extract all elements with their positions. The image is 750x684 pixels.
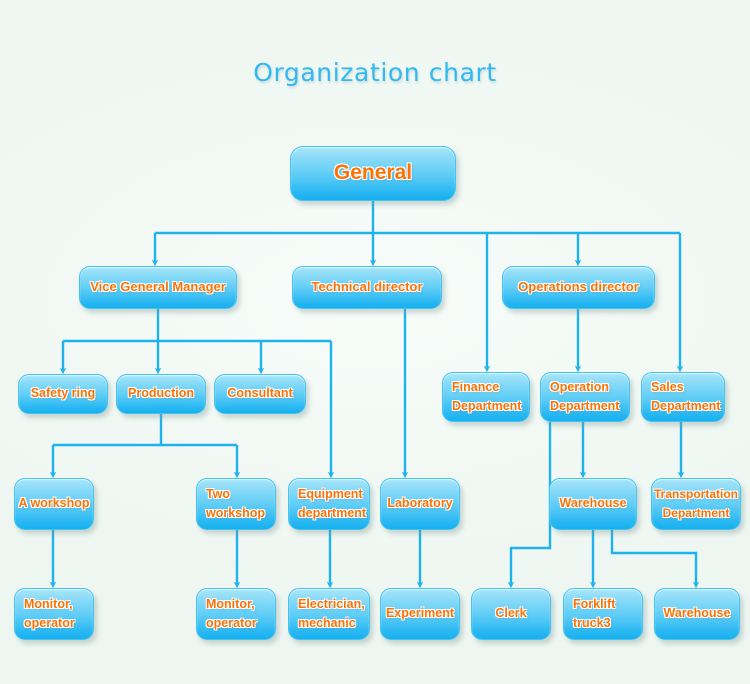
node-forklift-truck3[interactable]: Forklift truck3	[563, 588, 643, 640]
node-warehouse[interactable]: Warehouse	[549, 478, 637, 530]
node-production[interactable]: Production	[116, 374, 206, 414]
node-finance-department[interactable]: Finance Department	[442, 372, 530, 422]
node-consultant[interactable]: Consultant	[214, 374, 306, 414]
node-vice-general-manager[interactable]: Vice General Manager	[79, 266, 237, 309]
node-technical-director[interactable]: Technical director	[292, 266, 442, 309]
node-sales-department[interactable]: Sales Department	[641, 372, 725, 422]
node-two-workshop[interactable]: Two workshop	[196, 478, 276, 530]
node-experiment[interactable]: Experiment	[380, 588, 460, 640]
node-operation-department[interactable]: Operation Department	[540, 372, 630, 422]
node-a-workshop[interactable]: A workshop	[14, 478, 94, 530]
node-safety-ring[interactable]: Safety ring	[18, 374, 108, 414]
node-warehouse-leaf[interactable]: Warehouse	[654, 588, 740, 640]
node-monitor-operator-1[interactable]: Monitor, operator	[14, 588, 94, 640]
node-transportation-department[interactable]: Transportation Department	[651, 478, 741, 530]
node-electrician-mechanic[interactable]: Electrician, mechanic	[288, 588, 370, 640]
node-monitor-operator-2[interactable]: Monitor, operator	[196, 588, 276, 640]
node-laboratory[interactable]: Laboratory	[380, 478, 460, 530]
node-equipment-department[interactable]: Equipment department	[288, 478, 370, 530]
node-operations-director[interactable]: Operations director	[502, 266, 655, 309]
node-general[interactable]: General	[290, 146, 456, 201]
page-title: Organization chart	[253, 58, 497, 87]
node-clerk[interactable]: Clerk	[471, 588, 551, 640]
